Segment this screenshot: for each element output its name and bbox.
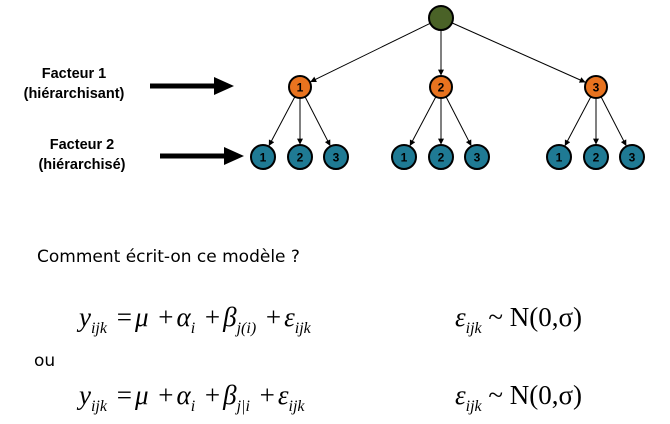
eq1-alpha-sub: i <box>190 320 196 337</box>
root-node <box>428 5 454 31</box>
edge-level1-3-to-level2-3 <box>600 96 627 146</box>
tree-edges <box>268 22 627 147</box>
eq1-epsilon: ε <box>284 302 295 332</box>
eq2-alpha-sub: i <box>190 398 196 415</box>
eq2-y: y <box>79 380 91 410</box>
level1-node-3: 3 <box>584 75 608 99</box>
edge-level1-2-to-level2-3 <box>445 96 472 146</box>
eq1-plus1: + <box>158 302 174 332</box>
level2-node-2-2: 2 <box>428 144 454 170</box>
factor2-label: Facteur 2 (hiérarchisé) <box>20 135 144 175</box>
factor1-role: (hiérarchisant) <box>23 86 125 102</box>
factor2-arrow <box>160 147 244 165</box>
edge-root-to-level1-1 <box>310 22 431 83</box>
edge-root-to-level1-3 <box>451 22 586 83</box>
level2-node-3-1: 1 <box>546 144 572 170</box>
eq2-mu: μ <box>134 380 149 410</box>
level1-node-2-label: 2 <box>438 81 445 95</box>
factor2-role: (hiérarchisé) <box>38 157 126 173</box>
level2-node-3-3: 3 <box>619 144 645 170</box>
level2-node-2-3-label: 3 <box>474 151 481 165</box>
hierarchy-tree: 1 1 2 3 2 1 2 3 3 1 2 3 <box>250 5 645 170</box>
level2-node-3-2: 2 <box>583 144 609 170</box>
eq1-beta: β <box>223 302 237 332</box>
eq1-plus2: + <box>204 302 221 332</box>
level2-node-1-2: 2 <box>287 144 313 170</box>
distribution-1: εijk ~ N(0,σ) <box>455 302 582 344</box>
eq2-equals: = <box>116 380 132 410</box>
dist1-epsilon: ε <box>455 302 466 332</box>
eq1-y-sub: ijk <box>90 320 107 337</box>
eq1-beta-sub: j(i) <box>236 320 257 337</box>
level2-node-1-3: 3 <box>323 144 349 170</box>
eq2-beta-sub: j|i <box>236 398 250 415</box>
eq1-epsilon-sub: ijk <box>294 320 311 337</box>
level1-node-1: 1 <box>288 75 312 99</box>
factor1-name: Facteur 1 <box>41 66 107 82</box>
eq2-plus1: + <box>158 380 174 410</box>
level1-node-2: 2 <box>429 75 453 99</box>
edge-level1-1-to-level2-1 <box>268 96 296 147</box>
equation-2: yijk =μ +αi +βj|i +εijk <box>79 380 305 422</box>
eq2-plus2: + <box>204 380 221 410</box>
dist2-law: ~ N(0,σ) <box>488 380 583 410</box>
level2-node-1-1-label: 1 <box>260 151 267 165</box>
level2-node-2-3: 3 <box>464 144 490 170</box>
eq2-beta: β <box>223 380 237 410</box>
eq2-plus3: + <box>259 380 275 410</box>
question-text: Comment écrit-on ce modèle ? <box>37 247 300 267</box>
eq1-equals: = <box>116 302 132 332</box>
eq2-alpha: α <box>176 380 191 410</box>
factor1-label: Facteur 1 (hiérarchisant) <box>0 64 148 104</box>
level1-node-3-label: 3 <box>593 81 600 95</box>
level2-node-2-1-label: 1 <box>401 151 408 165</box>
dist1-epsilon-sub: ijk <box>465 320 482 337</box>
level2-node-1-1: 1 <box>250 144 276 170</box>
eq2-epsilon: ε <box>277 380 289 410</box>
level2-node-2-1: 1 <box>391 144 417 170</box>
edge-level1-2-to-level2-1 <box>409 96 437 147</box>
eq1-mu: μ <box>134 302 149 332</box>
dist1-law: ~ N(0,σ) <box>488 302 583 332</box>
factor1-arrow <box>150 77 234 95</box>
distribution-2: εijk ~ N(0,σ) <box>455 380 582 422</box>
dist2-epsilon-sub: ijk <box>465 398 482 415</box>
factor2-name: Facteur 2 <box>49 137 115 153</box>
level2-node-3-1-label: 1 <box>556 151 563 165</box>
level1-node-1-label: 1 <box>297 81 304 95</box>
level2-node-1-2-label: 2 <box>297 151 304 165</box>
level2-node-1-3-label: 3 <box>333 151 340 165</box>
connector-text: ou <box>34 351 56 371</box>
edge-level1-1-to-level2-3 <box>304 96 331 146</box>
equation-1: yijk =μ +αi +βj(i) +εijk <box>79 302 311 344</box>
eq1-plus3: + <box>265 302 282 332</box>
eq1-alpha: α <box>176 302 191 332</box>
edge-level1-3-to-level2-1 <box>564 96 592 147</box>
level2-node-3-3-label: 3 <box>629 151 636 165</box>
eq2-epsilon-sub: ijk <box>288 398 305 415</box>
level2-node-3-2-label: 2 <box>593 151 600 165</box>
level2-node-2-2-label: 2 <box>438 151 445 165</box>
eq1-y: y <box>79 302 91 332</box>
dist2-epsilon: ε <box>455 380 466 410</box>
eq2-y-sub: ijk <box>90 398 107 415</box>
